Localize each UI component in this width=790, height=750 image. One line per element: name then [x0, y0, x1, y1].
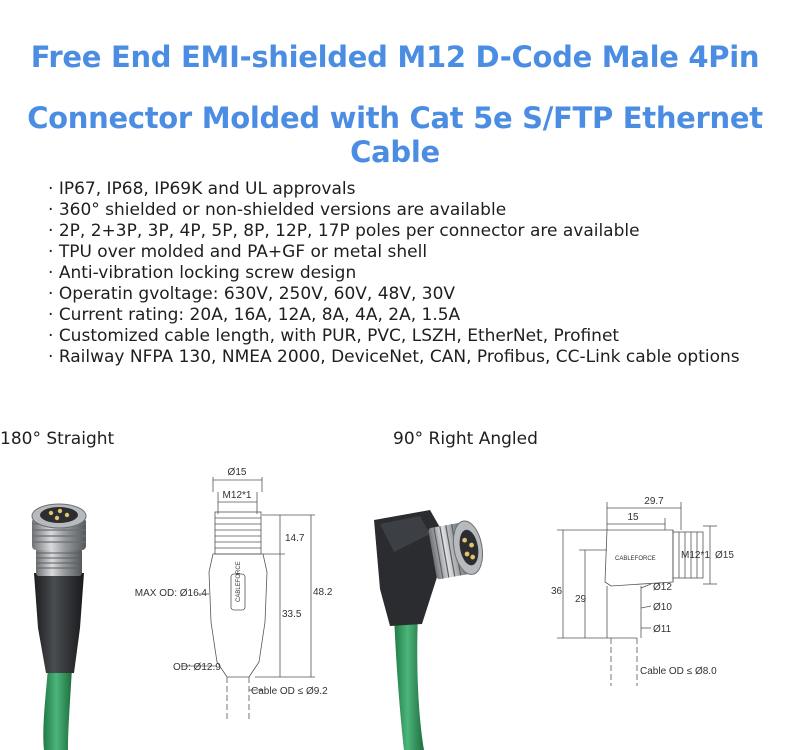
straight-connector-drawing: Ø15 M12*1 14.7 48.2 33.5 MAX OD: Ø16.4 O…	[135, 467, 333, 720]
angled-caption: 90° Right Angled	[393, 429, 538, 449]
angled-connector-photo	[374, 510, 484, 750]
feature-item: 360° shielded or non-shielded versions a…	[48, 200, 740, 221]
dim-head-length: 14.7	[285, 533, 305, 544]
feature-item: Operatin gvoltage: 630V, 250V, 60V, 48V,…	[48, 284, 740, 305]
dim-cable-od: Cable OD ≤ Ø9.2	[251, 686, 328, 697]
dim-height-part: 29	[575, 594, 587, 605]
dim-width-total: 29.7	[644, 496, 664, 507]
dim-thread: M12*1	[681, 550, 710, 561]
dim-diameter: Ø15	[715, 550, 734, 561]
dim-body-length: 33.5	[282, 609, 302, 620]
dim-total-length: 48.2	[313, 587, 333, 598]
brand-label: CABLEFORCE	[615, 556, 656, 562]
dim-width-part: 15	[627, 512, 639, 523]
dim-diameter: Ø15	[228, 467, 247, 478]
feature-item: Anti-vibration locking screw design	[48, 263, 740, 284]
feature-item: Current rating: 20A, 16A, 12A, 8A, 4A, 2…	[48, 305, 740, 326]
feature-list: IP67, IP68, IP69K and UL approvals 360° …	[48, 179, 740, 368]
dim-d10: Ø10	[653, 602, 672, 613]
straight-connector-photo	[31, 503, 87, 750]
dim-height-total: 36	[551, 586, 563, 597]
dim-thread: M12*1	[223, 490, 252, 501]
feature-item: 2P, 2+3P, 3P, 4P, 5P, 8P, 12P, 17P poles…	[48, 221, 740, 242]
feature-item: TPU over molded and PA+GF or metal shell	[48, 242, 740, 263]
feature-item: Customized cable length, with PUR, PVC, …	[48, 326, 740, 347]
dim-max-od: MAX OD: Ø16.4	[135, 588, 208, 599]
straight-caption: 180° Straight	[0, 429, 115, 449]
page-title-line-1: Free End EMI-shielded M12 D-Code Male 4P…	[30, 40, 760, 74]
dim-cable-od: Cable OD ≤ Ø8.0	[640, 666, 717, 677]
dim-d11: Ø11	[653, 624, 672, 635]
feature-item: IP67, IP68, IP69K and UL approvals	[48, 179, 740, 200]
feature-item: Railway NFPA 130, NMEA 2000, DeviceNet, …	[48, 347, 740, 368]
brand-label: CABLEFORCE	[236, 561, 242, 602]
angled-connector-drawing: 29.7 15 M12*1 Ø15 36 29 Ø12 Ø10 Ø11 Cabl…	[551, 496, 734, 686]
dim-od: OD: Ø12.9	[173, 662, 221, 673]
page-title-line-2: Connector Molded with Cat 5e S/FTP Ether…	[27, 101, 763, 169]
dim-d12: Ø12	[653, 582, 672, 593]
